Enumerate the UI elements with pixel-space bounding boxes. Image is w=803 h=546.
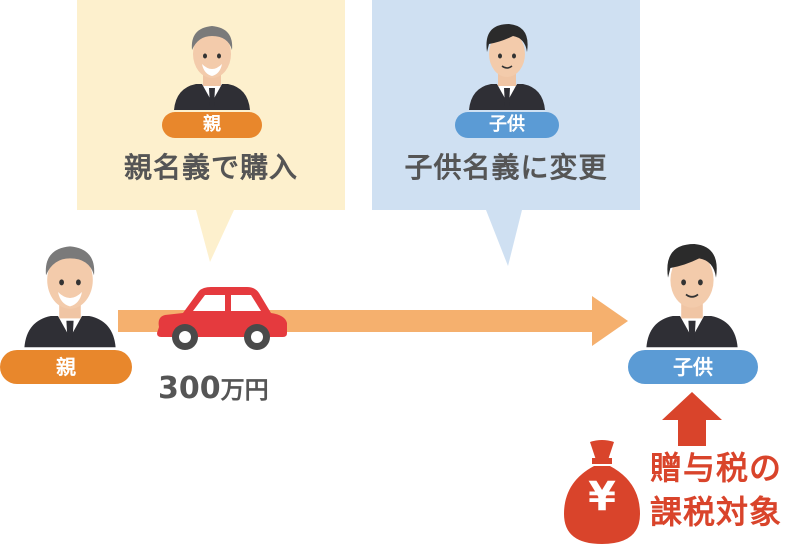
- car-icon: [157, 287, 287, 350]
- tax-note-line1: 贈与税の: [650, 449, 783, 487]
- amount-unit: 万円: [220, 376, 269, 404]
- parent-bubble-caption: 親名義で購入: [123, 151, 298, 184]
- child-figure-icon: [646, 244, 738, 348]
- parent-badge: 親: [162, 112, 262, 138]
- amount-label: 300万円: [158, 370, 269, 406]
- parent-figure-icon: [24, 246, 116, 348]
- child-badge: 子供: [455, 112, 559, 138]
- young-man-icon: [469, 24, 545, 110]
- money-bag-icon: [564, 440, 640, 544]
- child-bubble-caption: 子供名義に変更: [404, 151, 608, 184]
- parent-label: 親: [0, 350, 132, 384]
- tax-note-line2: 課税対象: [650, 493, 783, 531]
- tax-note: 贈与税の 課税対象: [650, 446, 782, 534]
- up-arrow-icon: [662, 392, 722, 446]
- child-label: 子供: [628, 350, 758, 384]
- yen-symbol: ¥: [588, 474, 616, 520]
- amount-number: 300: [158, 371, 221, 406]
- elderly-man-icon: [174, 26, 250, 110]
